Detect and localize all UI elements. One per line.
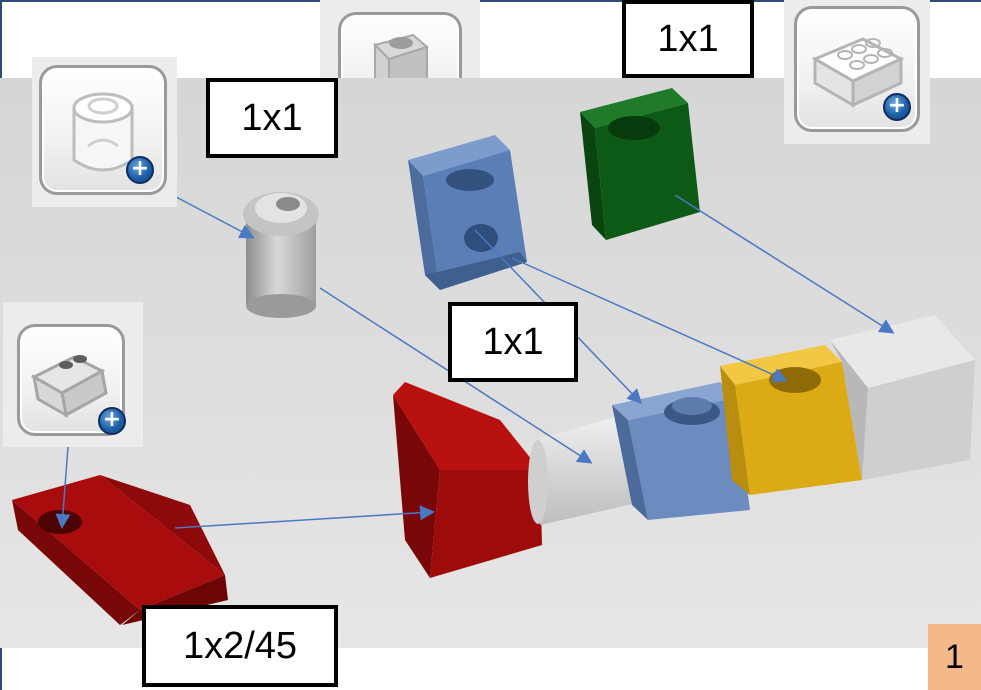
round-brick-palette[interactable]: + — [32, 57, 177, 207]
gray-round-brick[interactable] — [243, 192, 319, 318]
technic-brick-palette-button[interactable] — [338, 12, 462, 78]
brick-2x4-palette-button[interactable]: + — [794, 6, 920, 132]
add-plus-icon: + — [126, 156, 154, 184]
slope-brick-palette-icon — [30, 355, 108, 418]
yellow-brick-assembled[interactable] — [720, 345, 862, 495]
add-plus-icon: + — [883, 93, 911, 121]
callout-round-brick-size: 1x1 — [206, 78, 338, 158]
callout-technic-brick-size: 1x1 — [448, 302, 578, 382]
round-brick-palette-button[interactable]: + — [39, 65, 167, 195]
blue-brick-assembled[interactable] — [612, 382, 750, 520]
blue-technic-brick[interactable] — [408, 135, 527, 290]
red-slope-brick-front[interactable] — [12, 475, 228, 625]
callout-slope-brick-size: 1x2/45 — [142, 605, 338, 687]
light-gray-brick-assembled[interactable] — [830, 315, 975, 480]
brick-2x4-palette-icon — [811, 37, 905, 108]
technic-brick-palette-icon — [373, 33, 430, 78]
green-brick[interactable] — [580, 88, 700, 240]
slide-page-number: 1 — [928, 624, 981, 690]
slope-brick-palette-button[interactable]: + — [17, 324, 126, 436]
add-plus-icon: + — [98, 407, 126, 435]
slide-top-border — [0, 0, 981, 2]
technic-brick-palette[interactable] — [320, 0, 480, 78]
red-slope-brick-assembled[interactable] — [393, 382, 542, 578]
callout-green-brick-size: 1x1 — [622, 0, 754, 78]
slope-brick-palette[interactable]: + — [3, 302, 143, 447]
brick-2x4-palette[interactable]: + — [784, 0, 930, 144]
